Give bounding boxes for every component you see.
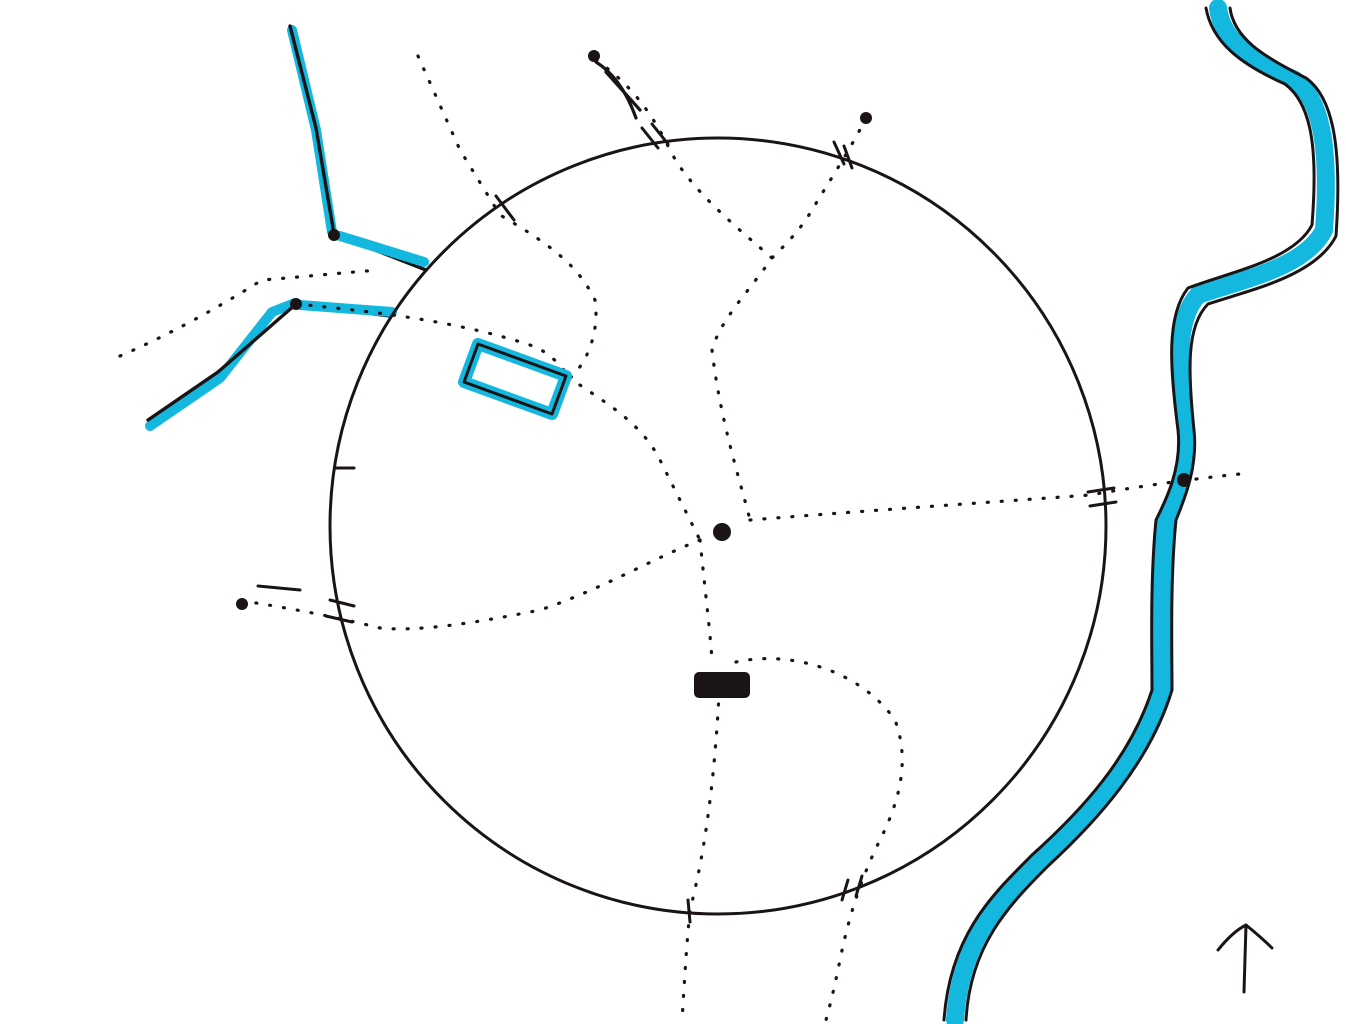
dotted-paths (118, 54, 1242, 1022)
endpoint-north (588, 50, 600, 62)
stream-junction-upper (328, 229, 340, 241)
center-marker (713, 523, 731, 541)
river (942, 0, 1340, 1024)
gate-marks (256, 122, 1118, 924)
boundary-circle (328, 136, 1108, 916)
building (694, 672, 750, 698)
streams (145, 24, 429, 431)
path-endpoints (236, 50, 872, 610)
pond (458, 338, 572, 420)
north-arrow (1216, 923, 1274, 994)
endpoint-west (236, 598, 248, 610)
endpoint-northeast (860, 112, 872, 124)
